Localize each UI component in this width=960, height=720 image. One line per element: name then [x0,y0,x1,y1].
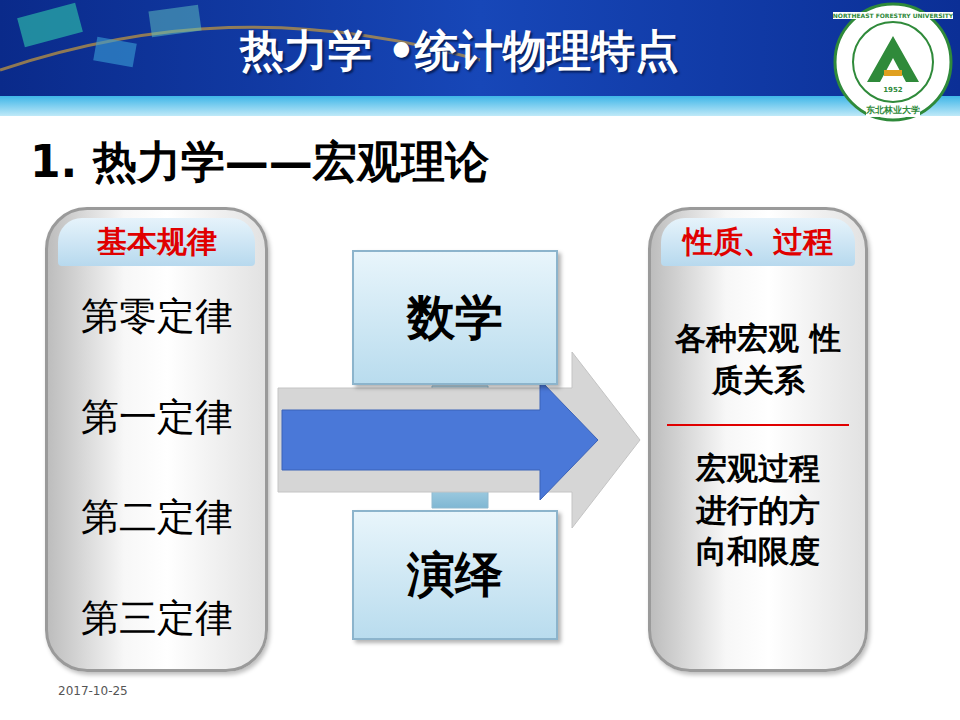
box-text: 演绎 [407,543,503,607]
logo-ring [835,4,951,120]
logo-emblem [884,70,902,76]
slide-title: 热力学 •统计物理特点 [240,22,679,81]
rounded-panel: 性质、过程各种宏观 性质关系宏观过程 进行的方 向和限度 [648,207,868,672]
box-text: 数学 [407,286,503,350]
panel-heading-band: 基本规律 [58,218,255,266]
property-text: 各种宏观 性质关系 [667,318,849,426]
panel-heading: 基本规律 [97,222,217,263]
property-text: 宏观过程 进行的方 向和限度 [683,448,833,574]
process-box: 演绎 [352,510,558,640]
logo-emblem [867,36,919,82]
logo-year: 1952 [883,86,902,94]
header-block [148,5,201,38]
panel-heading-band: 性质、过程 [661,218,855,266]
law-text: 第三定律 [81,593,233,644]
section-heading: 1. 热力学——宏观理论 [30,133,489,192]
header-stripe [0,96,960,116]
logo-text: 东北林业大学 [866,104,920,117]
law-text: 第零定律 [81,291,233,342]
law-text: 第一定律 [81,392,233,443]
header-block [93,37,137,68]
header-block [17,3,83,48]
date-stamp: 2017-10-25 [58,684,128,698]
panel-heading: 性质、过程 [683,222,833,263]
process-box: 数学 [352,250,558,385]
law-text: 第二定律 [81,492,233,543]
logo-inner [853,22,933,102]
panel-body: 第零定律第一定律第二定律第三定律 [48,266,265,669]
header-banner [0,0,960,100]
logo-text: NORTHEAST FORESTRY UNIVERSITY [833,12,953,19]
panel-body: 各种宏观 性质关系宏观过程 进行的方 向和限度 [651,266,865,669]
arrow-body [282,380,598,500]
rounded-panel: 基本规律第零定律第一定律第二定律第三定律 [45,207,268,672]
